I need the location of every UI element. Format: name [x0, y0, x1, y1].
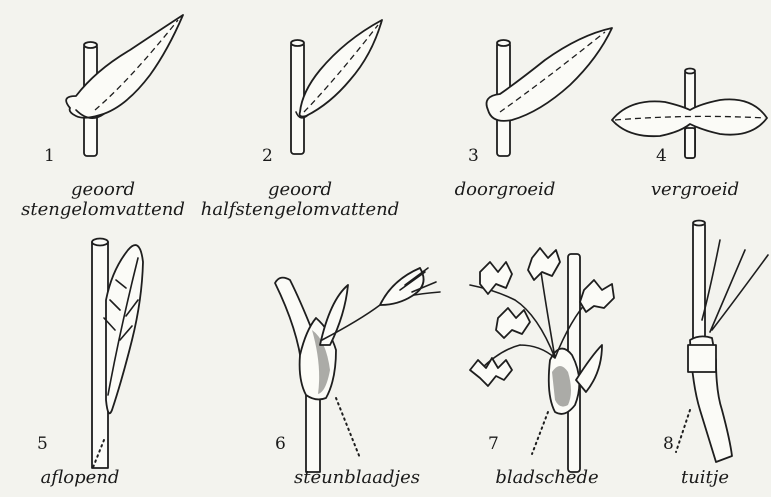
figure-4-drawing [612, 69, 767, 159]
figure-number-5: 5 [37, 436, 48, 453]
figure-caption-3: doorgroeid [440, 180, 570, 200]
caption-line: doorgroeid [440, 180, 570, 200]
figure-number-1: 1 [44, 148, 55, 165]
figure-6-drawing [275, 268, 440, 472]
figure-2-drawing [291, 20, 382, 154]
figure-caption-1: geoord stengelomvattend [8, 180, 198, 220]
figure-number-7: 7 [488, 436, 499, 453]
figure-number-4: 4 [656, 148, 667, 165]
figure-caption-6: steunblaadjes [282, 468, 432, 488]
caption-line: halfstengelomvattend [200, 200, 400, 220]
caption-line: bladschede [482, 468, 612, 488]
figure-caption-8: tuitje [660, 468, 750, 488]
caption-line: geoord [200, 180, 400, 200]
figure-1-drawing [66, 15, 183, 156]
figure-number-8: 8 [663, 436, 674, 453]
caption-line: tuitje [660, 468, 750, 488]
figure-8-drawing [676, 221, 768, 463]
caption-line: steunblaadjes [282, 468, 432, 488]
figure-number-6: 6 [275, 436, 286, 453]
caption-line: vergroeid [640, 180, 750, 200]
figure-caption-2: geoord halfstengelomvattend [200, 180, 400, 220]
figure-caption-4: vergroeid [640, 180, 750, 200]
figure-5-drawing [92, 239, 143, 471]
figure-number-2: 2 [262, 148, 273, 165]
caption-line: geoord [8, 180, 198, 200]
figure-3-drawing [487, 28, 613, 156]
caption-line: aflopend [20, 468, 140, 488]
figure-number-3: 3 [468, 148, 479, 165]
caption-line: stengelomvattend [8, 200, 198, 220]
figure-caption-7: bladschede [482, 468, 612, 488]
figure-caption-5: aflopend [20, 468, 140, 488]
